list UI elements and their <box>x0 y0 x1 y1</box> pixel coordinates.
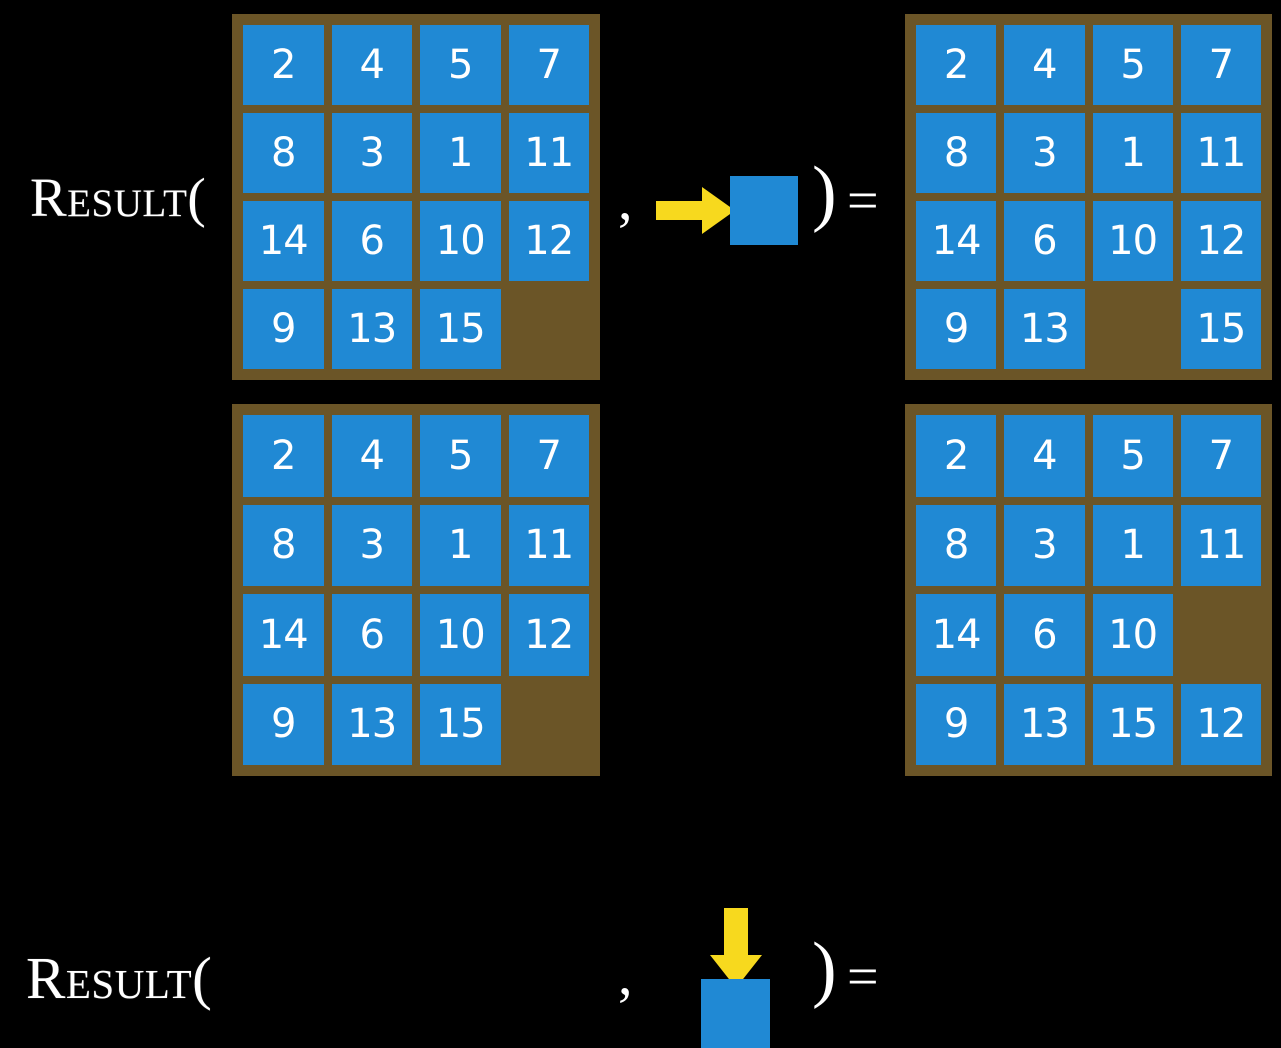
puzzle-tile[interactable]: 13 <box>1004 289 1085 369</box>
puzzle-tile[interactable]: 9 <box>916 289 997 369</box>
puzzle-tile[interactable]: 11 <box>508 504 589 586</box>
puzzle-tile[interactable]: 13 <box>331 683 412 765</box>
result-function-label: Result( <box>26 945 213 1011</box>
puzzle-tile[interactable]: 14 <box>243 201 324 281</box>
puzzle-tile[interactable]: 1 <box>1092 504 1173 586</box>
puzzle-tile[interactable]: 11 <box>508 113 589 193</box>
puzzle-tile[interactable]: 2 <box>243 25 324 105</box>
equals-sign: = <box>847 170 879 232</box>
comma-separator: , <box>618 942 633 1007</box>
puzzle-tile[interactable]: 13 <box>1004 683 1085 765</box>
puzzle-tile[interactable]: 5 <box>1092 415 1173 497</box>
puzzle-tile[interactable]: 9 <box>243 289 324 369</box>
comma-separator: , <box>618 167 633 232</box>
close-paren: ) <box>812 152 837 234</box>
puzzle-tile[interactable]: 13 <box>331 289 412 369</box>
puzzle-blank-cell <box>509 289 590 369</box>
puzzle-tile[interactable]: 14 <box>916 201 997 281</box>
equals-sign: = <box>847 946 879 1008</box>
close-paren: ) <box>812 928 837 1010</box>
puzzle-tile[interactable]: 1 <box>420 504 501 586</box>
puzzle-tile[interactable]: 3 <box>331 113 412 193</box>
puzzle-tile[interactable]: 14 <box>916 594 997 676</box>
puzzle-tile[interactable]: 6 <box>1004 201 1085 281</box>
puzzle-tile[interactable]: 14 <box>243 594 324 676</box>
puzzle-tile[interactable]: 7 <box>508 415 589 497</box>
puzzle-tile[interactable]: 12 <box>508 594 589 676</box>
puzzle-blank-cell <box>1093 289 1173 369</box>
puzzle-tile[interactable]: 10 <box>420 201 501 281</box>
puzzle-tile[interactable]: 5 <box>420 25 501 105</box>
puzzle-tile[interactable]: 1 <box>420 113 501 193</box>
puzzle-tile[interactable]: 12 <box>508 201 589 281</box>
puzzle-tile[interactable]: 2 <box>916 25 997 105</box>
puzzle-tile[interactable]: 4 <box>331 415 412 497</box>
puzzle-tile[interactable]: 3 <box>331 504 412 586</box>
puzzle-tile[interactable]: 9 <box>243 683 324 765</box>
puzzle-tile[interactable]: 6 <box>1004 594 1085 676</box>
puzzle-tile[interactable]: 11 <box>1180 113 1261 193</box>
puzzle-tile[interactable]: 5 <box>1092 25 1173 105</box>
puzzle-tile[interactable]: 8 <box>243 504 324 586</box>
puzzle-tile[interactable]: 7 <box>508 25 589 105</box>
puzzle-blank-cell <box>1181 594 1261 676</box>
puzzle-tile[interactable]: 2 <box>916 415 997 497</box>
puzzle-tile[interactable]: 12 <box>1180 201 1261 281</box>
puzzle-tile[interactable]: 15 <box>420 683 501 765</box>
puzzle-tile[interactable]: 8 <box>916 113 997 193</box>
puzzle-tile[interactable]: 1 <box>1092 113 1173 193</box>
puzzle-tile[interactable]: 15 <box>420 289 501 369</box>
puzzle-tile[interactable]: 6 <box>331 201 412 281</box>
puzzle-tile[interactable]: 9 <box>916 683 997 765</box>
puzzle-tile[interactable]: 15 <box>1180 289 1261 369</box>
puzzle-tile[interactable]: 10 <box>1092 594 1173 676</box>
puzzle-tile[interactable]: 12 <box>1180 683 1261 765</box>
puzzle-tile[interactable]: 8 <box>243 113 324 193</box>
puzzle-tile[interactable]: 5 <box>420 415 501 497</box>
puzzle-tile[interactable]: 7 <box>1180 415 1261 497</box>
arrow-right-icon <box>656 187 735 234</box>
puzzle-tile[interactable]: 4 <box>1004 415 1085 497</box>
puzzle-tile[interactable]: 10 <box>1092 201 1173 281</box>
puzzle-tile[interactable]: 3 <box>1004 113 1085 193</box>
puzzle-tile[interactable]: 2 <box>243 415 324 497</box>
moving-tile-indicator <box>730 176 798 245</box>
puzzle-tile[interactable]: 4 <box>1004 25 1085 105</box>
puzzle-tile[interactable]: 7 <box>1180 25 1261 105</box>
arrow-down-icon <box>710 908 762 988</box>
puzzle-tile[interactable]: 3 <box>1004 504 1085 586</box>
puzzle-tile[interactable]: 15 <box>1092 683 1173 765</box>
puzzle-tile[interactable]: 10 <box>420 594 501 676</box>
puzzle-tile[interactable]: 8 <box>916 504 997 586</box>
puzzle-tile[interactable]: 6 <box>331 594 412 676</box>
result-function-label: Result( <box>30 167 207 228</box>
puzzle-blank-cell <box>509 684 590 766</box>
puzzle-tile[interactable]: 11 <box>1180 504 1261 586</box>
moving-tile-indicator <box>701 979 770 1048</box>
puzzle-tile[interactable]: 4 <box>331 25 412 105</box>
